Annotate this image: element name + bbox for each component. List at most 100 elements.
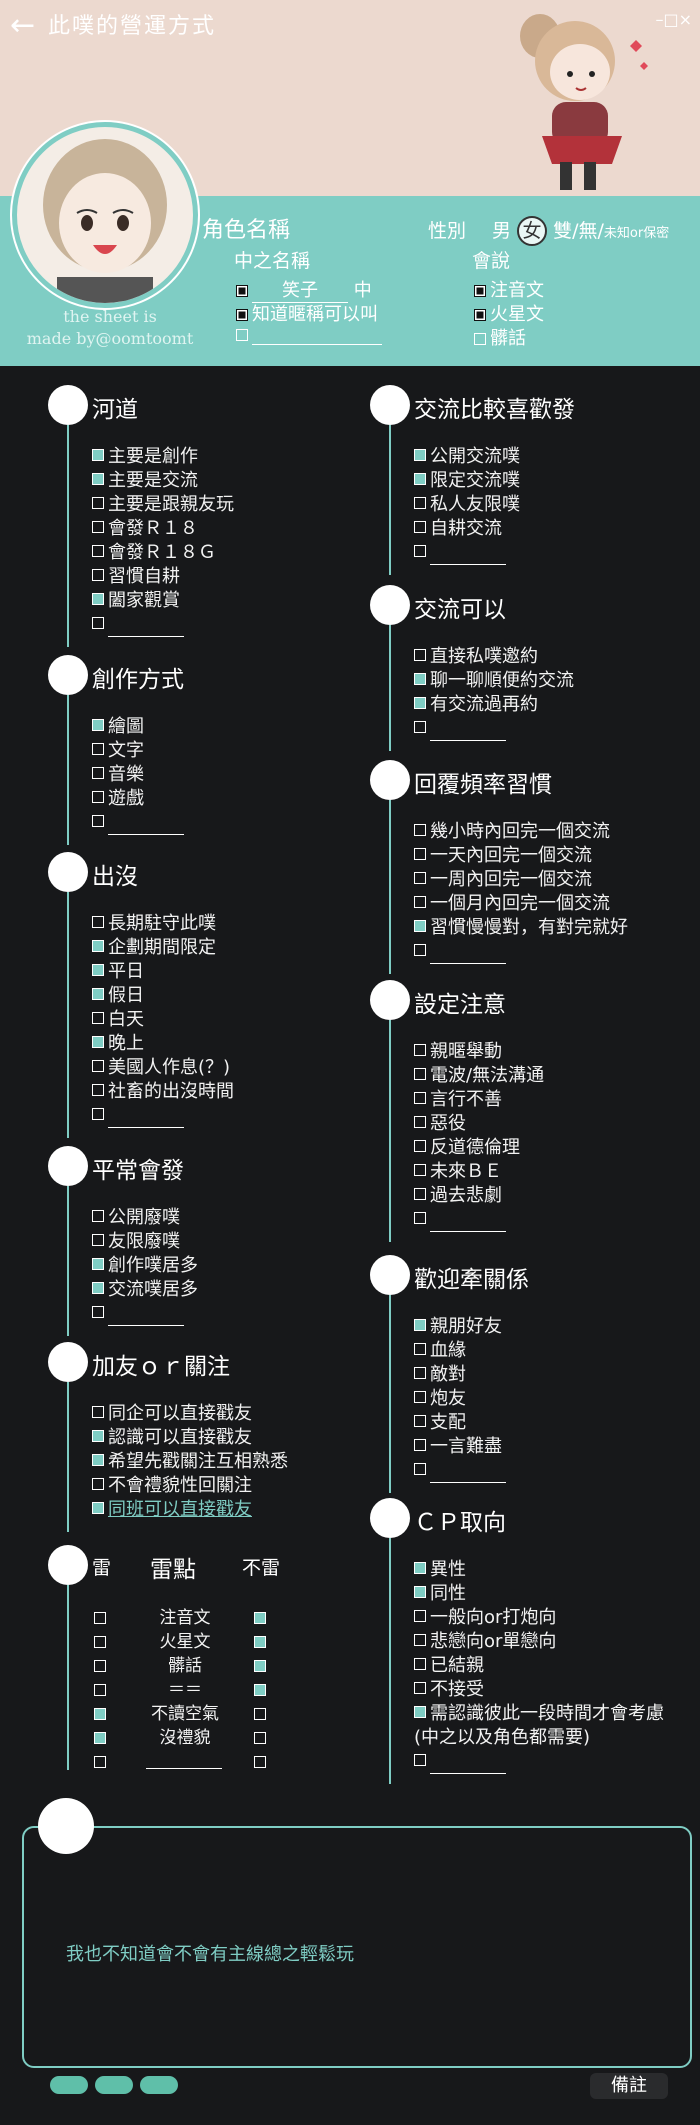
check-item[interactable]: 敵對	[414, 1363, 506, 1387]
check-item[interactable]	[414, 717, 574, 741]
checkbox[interactable]	[92, 767, 104, 779]
check-item[interactable]: 惡役	[414, 1112, 544, 1136]
checkbox[interactable]	[92, 815, 104, 827]
checkbox[interactable]	[92, 719, 104, 731]
blank-line[interactable]	[430, 1215, 506, 1232]
check-item[interactable]: 主要是創作	[92, 445, 234, 469]
check-item[interactable]: 私人友限噗	[414, 493, 520, 517]
checkbox[interactable]	[92, 617, 104, 629]
check-item[interactable]: 長期駐守此噗	[92, 912, 234, 936]
check-item[interactable]: 聊一聊順便約交流	[414, 669, 574, 693]
blank-line[interactable]	[108, 818, 184, 835]
checkbox[interactable]	[414, 1068, 426, 1080]
thunder-right-checkbox[interactable]	[254, 1636, 266, 1648]
check-item[interactable]: 有交流過再約	[414, 693, 574, 717]
checkbox[interactable]	[414, 473, 426, 485]
check-item[interactable]	[414, 1208, 544, 1232]
checkbox[interactable]	[414, 1586, 426, 1598]
check-item[interactable]	[414, 1459, 506, 1483]
check-item[interactable]: 會發Ｒ１８Ｇ	[92, 541, 234, 565]
check-item[interactable]: 不會禮貌性回關注	[92, 1474, 288, 1498]
check-item[interactable]: 一般向or打炮向	[414, 1606, 664, 1630]
blank-line[interactable]	[430, 1757, 506, 1774]
blank-line[interactable]	[430, 1466, 506, 1483]
check-item[interactable]: 公開交流噗	[414, 445, 520, 469]
check-item[interactable]: 友限廢噗	[92, 1230, 198, 1254]
checkbox[interactable]	[414, 721, 426, 733]
checkbox[interactable]	[414, 1463, 426, 1475]
check-item[interactable]: 公開廢噗	[92, 1206, 198, 1230]
zh-name-row[interactable]: 笑子 中	[236, 276, 372, 303]
thunder-left-checkbox[interactable]	[94, 1636, 106, 1648]
gender-selected[interactable]: 女	[517, 216, 548, 246]
check-item[interactable]: 假日	[92, 984, 234, 1008]
check-item[interactable]: 創作噗居多	[92, 1254, 198, 1278]
check-item[interactable]: 習慣自耕	[92, 565, 234, 589]
checkbox[interactable]	[414, 824, 426, 836]
zh-blank-row[interactable]	[236, 324, 382, 345]
check-item[interactable]: 幾小時內回完一個交流	[414, 820, 628, 844]
checkbox[interactable]	[414, 1415, 426, 1427]
checkbox[interactable]	[414, 1212, 426, 1224]
checkbox[interactable]	[92, 916, 104, 928]
check-item[interactable]: 交流噗居多	[92, 1278, 198, 1302]
zh-name-value[interactable]: 笑子	[252, 276, 348, 303]
check-item[interactable]: 不接受	[414, 1678, 664, 1702]
thunder-left-checkbox[interactable]	[94, 1732, 106, 1744]
checkbox[interactable]	[414, 1391, 426, 1403]
check-item[interactable]: 美國人作息(？)	[92, 1056, 234, 1080]
checkbox[interactable]	[414, 649, 426, 661]
remark-button[interactable]: 備註	[590, 2073, 668, 2099]
check-item[interactable]: 闔家觀賞	[92, 589, 234, 613]
thunder-blank-line[interactable]	[146, 1750, 222, 1769]
checkbox[interactable]	[92, 1406, 104, 1418]
back-arrow-icon[interactable]: ←	[10, 8, 36, 43]
check-item[interactable]: 已結親	[414, 1654, 664, 1678]
speak-checkbox[interactable]	[474, 333, 486, 345]
checkbox[interactable]	[414, 872, 426, 884]
blank-line[interactable]	[108, 620, 184, 637]
checkbox[interactable]	[92, 497, 104, 509]
check-item[interactable]: 主要是跟親友玩	[92, 493, 234, 517]
check-item[interactable]: 炮友	[414, 1387, 506, 1411]
check-item[interactable]: 一天內回完一個交流	[414, 844, 628, 868]
checkbox[interactable]	[414, 521, 426, 533]
check-item[interactable]: 同企可以直接戳友	[92, 1402, 288, 1426]
checkbox[interactable]	[92, 940, 104, 952]
checkbox[interactable]	[92, 1454, 104, 1466]
checkbox[interactable]	[92, 1306, 104, 1318]
checkbox[interactable]	[414, 1116, 426, 1128]
checkbox[interactable]	[414, 1044, 426, 1056]
checkbox[interactable]	[92, 1060, 104, 1072]
thunder-right-checkbox[interactable]	[254, 1708, 266, 1720]
checkbox[interactable]	[92, 1430, 104, 1442]
zh-blank-checkbox[interactable]	[236, 329, 248, 341]
check-item[interactable]	[414, 940, 628, 964]
checkbox[interactable]	[414, 1439, 426, 1451]
pill-button[interactable]	[140, 2076, 178, 2094]
check-item[interactable]: 言行不善	[414, 1088, 544, 1112]
thunder-right-checkbox[interactable]	[254, 1660, 266, 1672]
check-item[interactable]: 音樂	[92, 763, 184, 787]
checkbox[interactable]	[414, 1610, 426, 1622]
check-item[interactable]: 會發Ｒ１８	[92, 517, 234, 541]
checkbox[interactable]	[92, 988, 104, 1000]
check-item[interactable]: 支配	[414, 1411, 506, 1435]
zh-blank-line[interactable]	[252, 326, 382, 345]
checkbox[interactable]	[92, 1084, 104, 1096]
check-item[interactable]: 親暱舉動	[414, 1040, 544, 1064]
checkbox[interactable]	[414, 545, 426, 557]
checkbox[interactable]	[414, 896, 426, 908]
check-item[interactable]: 異性	[414, 1558, 664, 1582]
check-item[interactable]: 親朋好友	[414, 1315, 506, 1339]
check-item[interactable]: 繪圖	[92, 715, 184, 739]
thunder-right-checkbox[interactable]	[254, 1684, 266, 1696]
checkbox[interactable]	[414, 1140, 426, 1152]
check-item[interactable]: 白天	[92, 1008, 234, 1032]
checkbox[interactable]	[92, 1210, 104, 1222]
checkbox[interactable]	[92, 1012, 104, 1024]
checkbox[interactable]	[414, 1367, 426, 1379]
checkbox[interactable]	[92, 449, 104, 461]
checkbox[interactable]	[92, 1282, 104, 1294]
check-item[interactable]: 主要是交流	[92, 469, 234, 493]
